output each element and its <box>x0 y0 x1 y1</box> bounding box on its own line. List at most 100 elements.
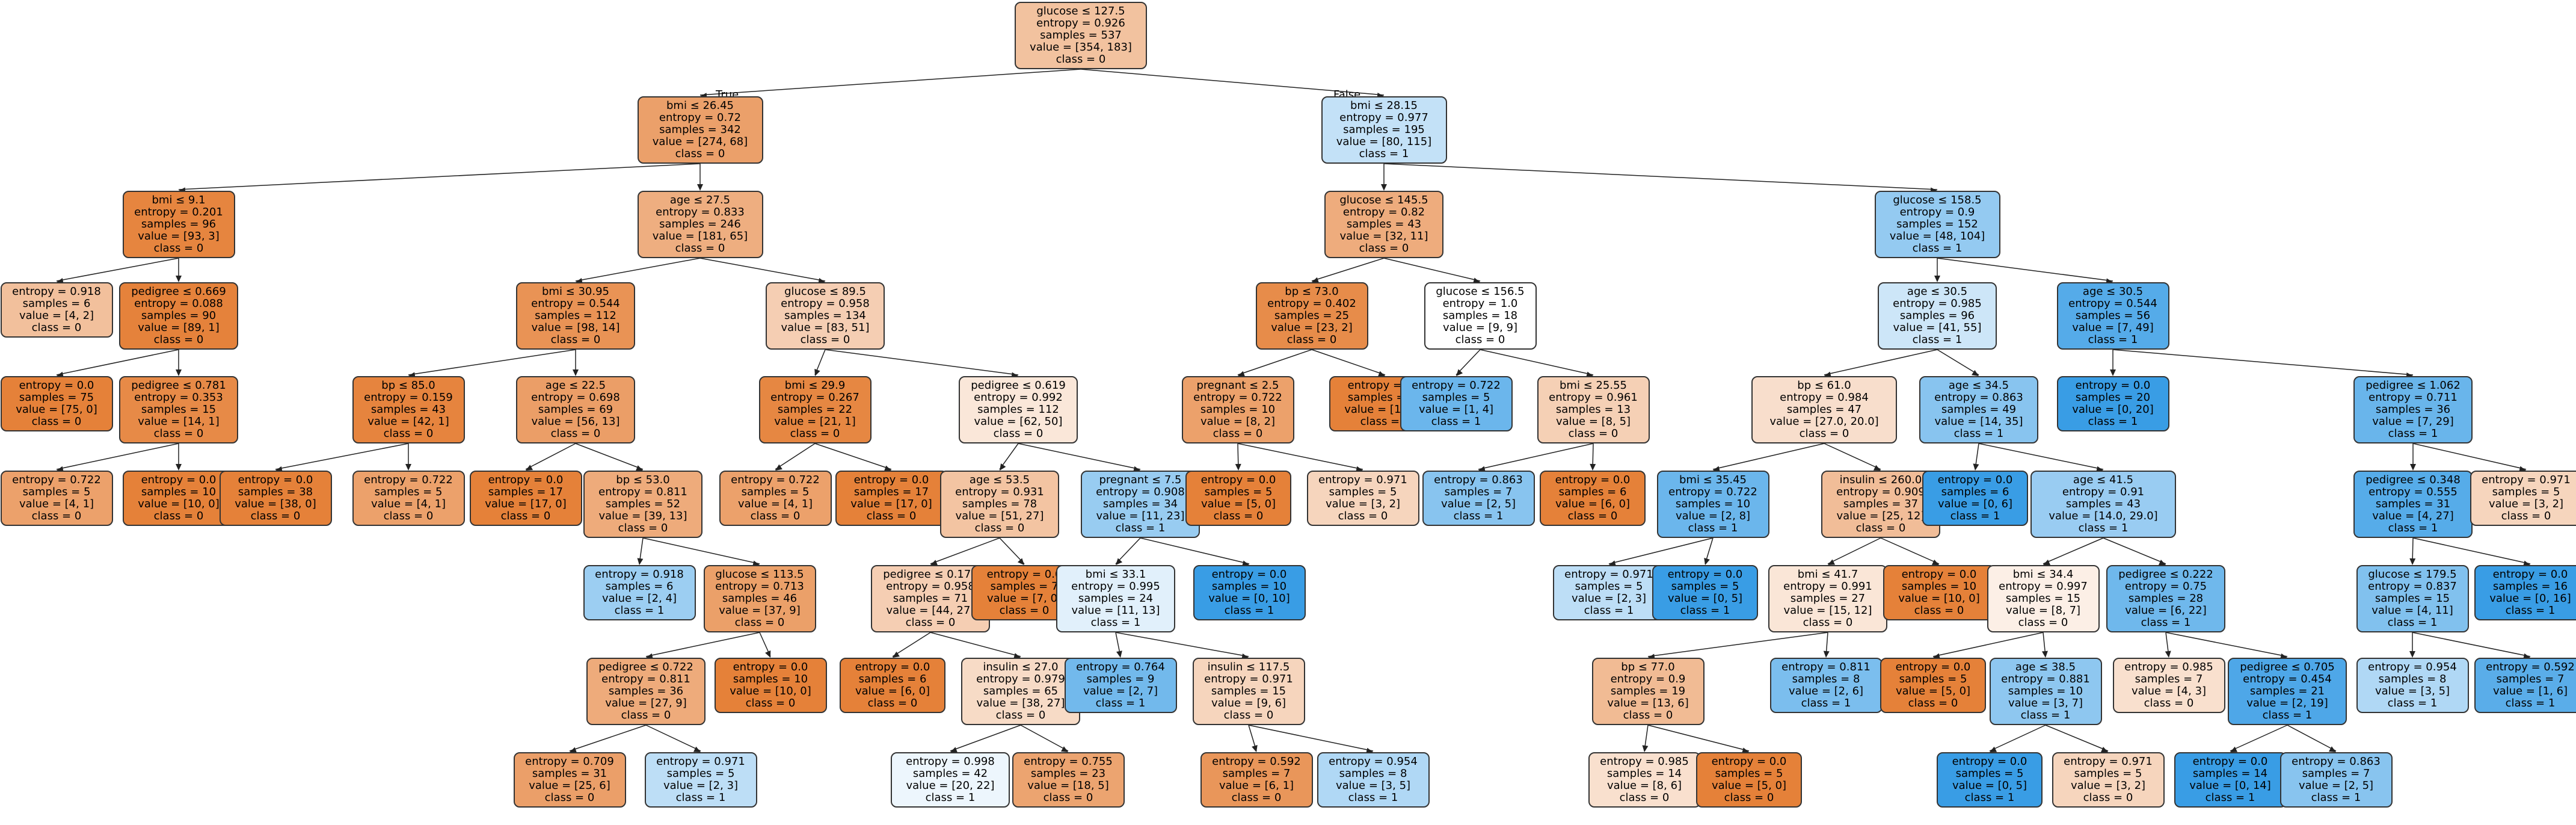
node-text-line: entropy = 0.881 <box>2001 673 2090 685</box>
node-text-line: samples = 46 <box>722 592 798 605</box>
tree-edge <box>1456 349 1481 375</box>
node-text-line: class = 1 <box>2387 697 2438 709</box>
node-text-line: value = [3, 2] <box>2070 779 2146 792</box>
node-text-line: entropy = 0.722 <box>731 474 820 486</box>
edge-arrowhead <box>1586 371 1593 378</box>
node-text-line: age ≤ 30.5 <box>2082 285 2144 298</box>
node-text-line: samples = 5 <box>374 486 443 498</box>
node-text-line: value = [8, 5] <box>1555 415 1631 428</box>
node-text-line: entropy = 0.755 <box>1024 755 1113 768</box>
edge-arrowhead <box>697 184 703 191</box>
node-text-line: class = 0 <box>1223 709 1274 721</box>
node-text-line: samples = 5 <box>1715 767 1783 780</box>
node-text-line: value = [32, 11] <box>1339 230 1428 243</box>
tree-edge <box>575 443 644 470</box>
node-text-line: samples = 5 <box>666 767 735 780</box>
node-text-line: glucose ≤ 113.5 <box>715 568 804 581</box>
edge-arrowhead <box>2043 559 2051 566</box>
node-text-line: value = [4, 1] <box>370 498 446 510</box>
node-text-line: samples = 5 <box>2492 486 2560 498</box>
tree-edge <box>1311 349 1386 375</box>
node-text-line: entropy = 0.0 <box>1952 755 2027 768</box>
node-text-line: class = 1 <box>2078 522 2129 534</box>
edge-arrowhead <box>2409 651 2415 658</box>
node-text-line: entropy = 0.91 <box>2062 486 2145 498</box>
node-text-line: class = 1 <box>1912 242 1963 255</box>
node-text-line: insulin ≤ 117.5 <box>1207 661 1290 673</box>
node-text-line: entropy = 0.971 <box>656 755 745 768</box>
node-text-line: value = [354, 183] <box>1030 41 1132 54</box>
node-text-line: class = 0 <box>1455 333 1505 346</box>
node-text-line: glucose ≤ 179.5 <box>2368 568 2457 581</box>
edge-arrowhead <box>1933 653 1940 660</box>
node-text-line: value = [2, 3] <box>1571 592 1647 605</box>
node-text-line: glucose ≤ 158.5 <box>1893 194 1982 206</box>
node-text-line: entropy = 0.977 <box>1339 111 1428 124</box>
tree-edge <box>1608 537 1714 564</box>
node-text-line: entropy = 0.811 <box>598 486 687 498</box>
tree-edge <box>56 349 179 375</box>
node-text-line: value = [7, 0] <box>986 592 1062 605</box>
node-text-line: value = [3, 7] <box>2008 697 2083 709</box>
node-text-line: samples = 21 <box>2249 685 2325 697</box>
node-text-line: entropy = 0.918 <box>12 285 101 298</box>
node-text-line: class = 0 <box>550 427 601 440</box>
edge-arrowhead <box>2410 464 2416 471</box>
tree-edge <box>999 537 1025 564</box>
node-text-line: bmi ≤ 41.7 <box>1797 568 1858 581</box>
edge-arrowhead <box>1704 558 1710 565</box>
node-text-line: samples = 5 <box>1899 673 1967 685</box>
node-text-line: samples = 10 <box>1901 580 1977 593</box>
node-text-line: bmi ≤ 28.15 <box>1350 99 1418 112</box>
node-text-line: entropy = 0.201 <box>134 206 223 218</box>
node-text-line: class = 1 <box>1584 604 1634 617</box>
node-text-line: class = 0 <box>745 697 796 709</box>
node-text-line: class = 0 <box>31 321 82 334</box>
edge-arrowhead <box>1235 463 1241 471</box>
tree-edge <box>178 163 701 190</box>
node-text-line: class = 0 <box>1286 333 1337 346</box>
edge-arrowhead <box>1742 747 1749 753</box>
node-text-line: entropy = 0.709 <box>525 755 614 768</box>
node-text-line: class = 0 <box>995 709 1046 721</box>
node-text-line: age ≤ 27.5 <box>669 194 731 206</box>
node-text-line: samples = 43 <box>370 403 446 416</box>
tree-edge <box>645 725 701 752</box>
tree-edge <box>2043 537 2104 564</box>
tree-edge <box>1647 725 1750 752</box>
node-text-line: samples = 31 <box>2375 498 2451 510</box>
node-text-line: samples = 13 <box>1555 403 1631 416</box>
node-text-line: bp ≤ 73.0 <box>1285 285 1339 298</box>
node-text-line: age ≤ 34.5 <box>1948 379 2009 392</box>
node-text-line: value = [21, 1] <box>774 415 856 428</box>
node-text-line: entropy = 0.722 <box>1412 379 1501 392</box>
edge-arrowhead <box>930 560 938 566</box>
node-text-line: entropy = 0.402 <box>1267 297 1356 310</box>
node-text-line: entropy = 0.985 <box>2124 661 2213 673</box>
node-text-line: bp ≤ 85.0 <box>381 379 435 392</box>
node-text-line: class = 0 <box>2018 616 2068 629</box>
node-text-line: value = [2, 6] <box>1788 685 1864 697</box>
node-text-line: age ≤ 41.5 <box>2073 474 2134 486</box>
node-text-line: pedigree ≤ 1.062 <box>2365 379 2461 392</box>
tree-edge <box>1824 349 1938 375</box>
node-text-line: value = [80, 115] <box>1336 135 1432 148</box>
node-text-line: entropy = 0.0 <box>853 474 929 486</box>
node-text-line: class = 1 <box>2141 616 2191 629</box>
edge-arrowhead <box>1934 276 1940 282</box>
